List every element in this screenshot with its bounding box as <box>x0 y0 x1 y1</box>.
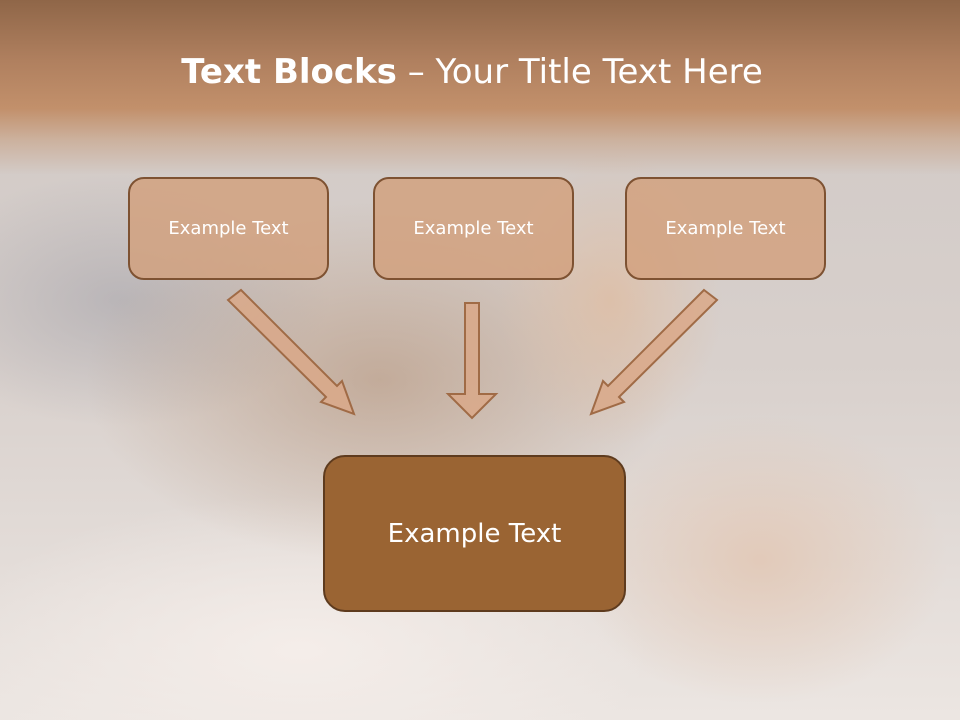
arrow-right-icon <box>589 288 719 416</box>
text-block-2-label: Example Text <box>413 218 534 239</box>
main-text-block[interactable]: Example Text <box>323 455 626 612</box>
arrow-left-icon <box>226 288 356 416</box>
title-band <box>0 0 960 175</box>
text-block-3-label: Example Text <box>665 218 786 239</box>
title-rest-text: – Your Title Text Here <box>396 52 763 92</box>
title-bold-text: Text Blocks <box>181 52 397 92</box>
text-block-1[interactable]: Example Text <box>128 177 329 280</box>
text-block-2[interactable]: Example Text <box>373 177 574 280</box>
arrow-center-icon <box>445 302 499 420</box>
text-block-1-label: Example Text <box>168 218 289 239</box>
main-text-block-label: Example Text <box>387 518 562 549</box>
text-block-3[interactable]: Example Text <box>625 177 826 280</box>
slide-title: Text Blocks – Your Title Text Here <box>0 52 944 92</box>
